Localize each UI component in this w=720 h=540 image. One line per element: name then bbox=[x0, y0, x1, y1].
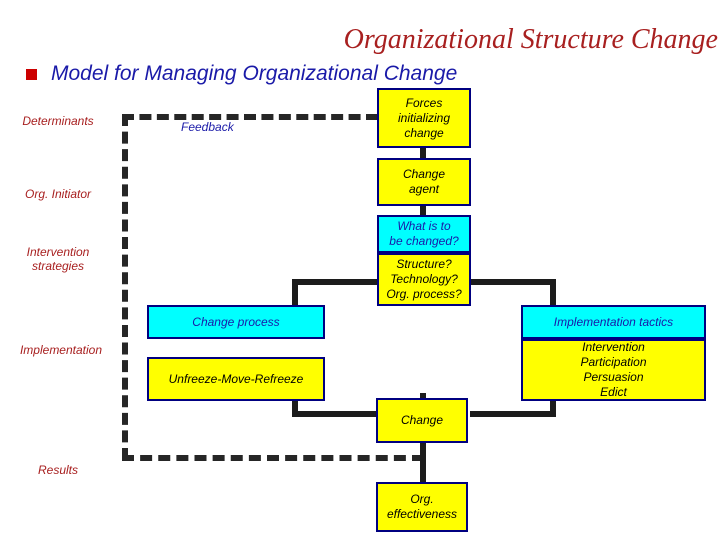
connector-structure-to-impl-tactics-v bbox=[550, 279, 556, 306]
feedback-label: Feedback bbox=[181, 120, 234, 134]
connector-unfreeze-to-change-v bbox=[292, 399, 298, 417]
connector-structure-to-change-process-h bbox=[292, 279, 378, 285]
connector-impl-list-to-change-v bbox=[550, 399, 556, 417]
connector-unfreeze-to-change-h bbox=[292, 411, 378, 417]
box-what-is-to-be-changed[interactable]: What is to be changed? bbox=[377, 215, 471, 253]
page-title: Organizational Structure Change bbox=[343, 24, 718, 55]
connector-change-agent-to-what-changed bbox=[420, 205, 426, 217]
feedback-line-top bbox=[122, 114, 378, 120]
box-org-effectiveness[interactable]: Org. effectiveness bbox=[376, 482, 468, 532]
feedback-line-left bbox=[122, 114, 128, 460]
connector-change-stem-to-org-effectiveness bbox=[420, 442, 426, 482]
subtitle-text: Model for Managing Organizational Change bbox=[51, 62, 458, 85]
box-change-process[interactable]: Change process bbox=[147, 305, 325, 339]
box-change[interactable]: Change bbox=[376, 398, 468, 443]
box-forces-initializing-change[interactable]: Forces initializing change bbox=[377, 88, 471, 148]
connector-structure-to-change-process-v bbox=[292, 279, 298, 306]
stage-label-results: Results bbox=[37, 463, 78, 477]
red-square-bullet-icon bbox=[26, 68, 37, 80]
box-implementation-tactics[interactable]: Implementation tactics bbox=[521, 305, 706, 339]
stage-label-org-initiator: Org. Initiator bbox=[24, 187, 92, 201]
stage-label-determinants: Determinants bbox=[22, 114, 94, 128]
connector-structure-to-impl-tactics-h bbox=[470, 279, 556, 285]
stage-label-intervention-strategies: Intervention strategies bbox=[26, 245, 90, 273]
connector-impl-list-to-change-h bbox=[470, 411, 556, 417]
box-unfreeze-move-refreeze[interactable]: Unfreeze-Move-Refreeze bbox=[147, 357, 325, 401]
box-change-agent[interactable]: Change agent bbox=[377, 158, 471, 206]
box-structure-technology-org-process[interactable]: Structure? Technology? Org. process? bbox=[377, 253, 471, 306]
stage-label-implementation: Implementation bbox=[19, 343, 103, 357]
box-implementation-list[interactable]: Intervention Participation Persuasion Ed… bbox=[521, 339, 706, 401]
connector-forces-to-change-agent bbox=[420, 147, 426, 159]
feedback-line-bottom bbox=[122, 455, 424, 461]
subtitle-row: Model for Managing Organizational Change bbox=[26, 62, 457, 86]
